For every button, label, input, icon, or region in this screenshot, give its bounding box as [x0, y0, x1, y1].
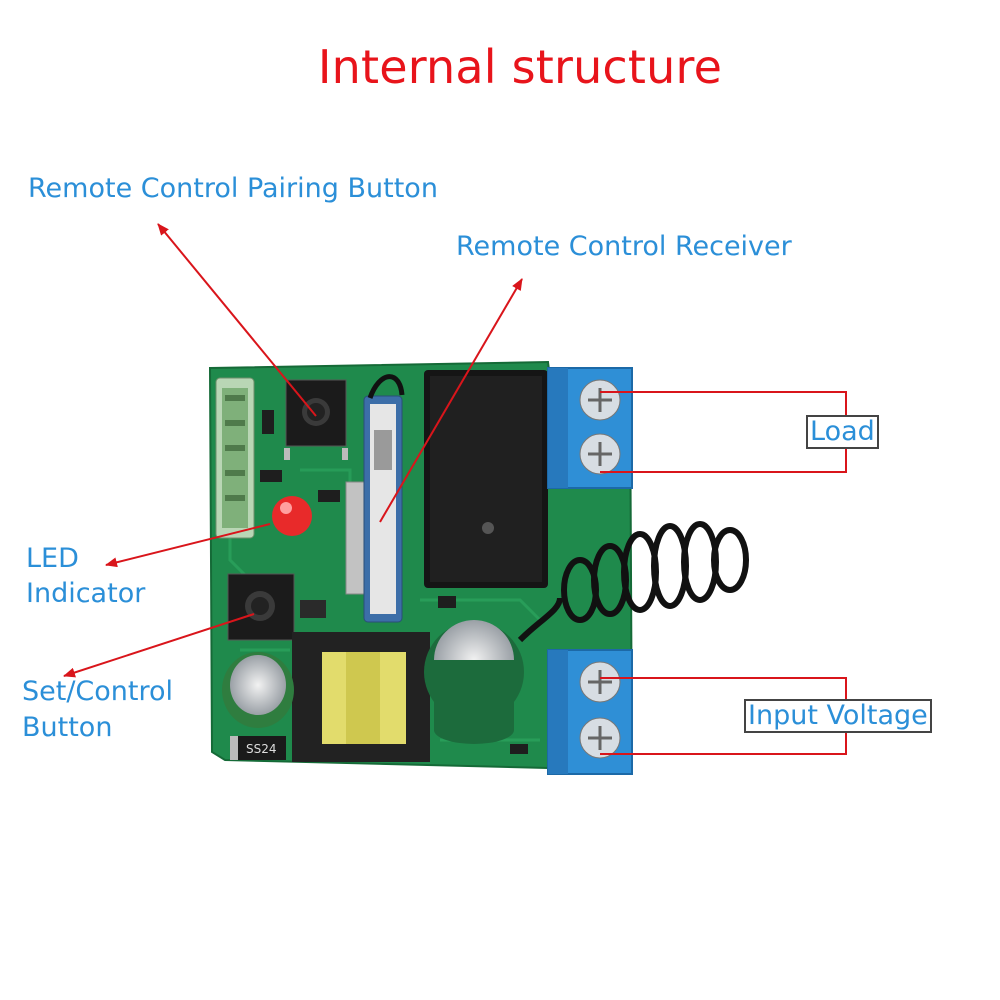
label-receiver: Remote Control Receiver [456, 231, 792, 262]
terminal-block-input [547, 649, 633, 775]
arrow-pairing-button [157, 223, 317, 417]
diode-marking: SS24 [246, 742, 277, 756]
label-set-line1: Set/Control [22, 676, 174, 707]
set-control-button-part [227, 573, 295, 641]
pairing-button-part [284, 379, 348, 460]
label-input-voltage: Input Voltage [744, 699, 932, 733]
label-set-line2: Button [22, 712, 113, 743]
label-pairing-button: Remote Control Pairing Button [28, 173, 438, 204]
coiled-antenna [517, 521, 749, 643]
rf-module-strip [215, 377, 255, 539]
capacitor-large-part [424, 620, 524, 744]
relay-part [424, 370, 548, 588]
capacitor-small-part [222, 652, 294, 728]
transformer-part [292, 632, 430, 762]
receiver-module-part [345, 374, 405, 623]
smd-components [260, 410, 528, 754]
label-led-indicator: LED Indicator [26, 541, 145, 611]
terminal-block-load [547, 367, 633, 489]
label-set-control-button: Set/Control Button [22, 674, 173, 746]
arrow-set-control [63, 613, 255, 678]
arrow-receiver [379, 278, 523, 523]
led-part [272, 496, 312, 536]
diode-part: SS24 [230, 736, 286, 760]
label-led-line2: Indicator [26, 578, 146, 609]
label-led-line1: LED [26, 543, 79, 574]
arrow-led [105, 523, 271, 568]
diagram-title: Internal structure [317, 40, 723, 94]
label-load: Load [806, 415, 879, 449]
